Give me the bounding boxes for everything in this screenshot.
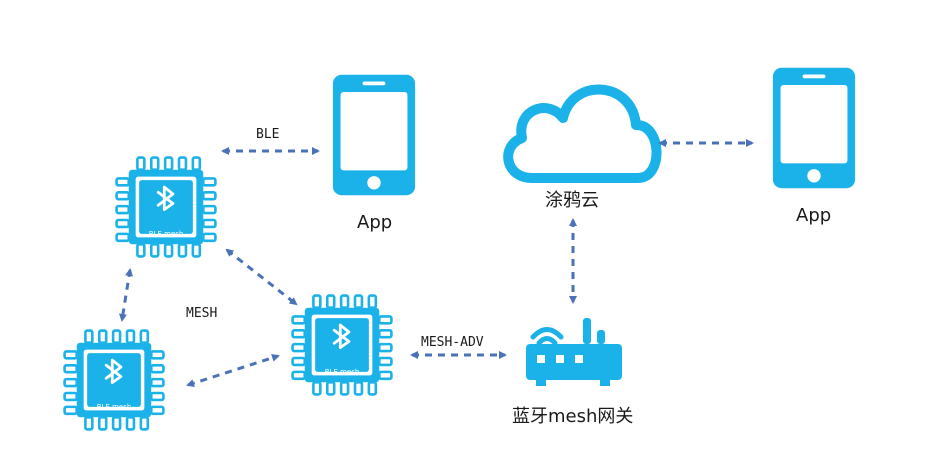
chip-middle: BLE mesh bbox=[291, 294, 393, 396]
router-icon bbox=[526, 318, 622, 386]
arrow-chip-mesh-vertical bbox=[118, 268, 134, 322]
cloud-icon bbox=[503, 84, 662, 183]
label-cloud: 涂鸦云 bbox=[545, 190, 599, 211]
label-ble: BLE bbox=[256, 127, 280, 142]
label-gateway: 蓝牙mesh网关 bbox=[512, 406, 634, 427]
label-app-left: App bbox=[357, 212, 393, 233]
label-mesh-adv: MESH-ADV bbox=[421, 335, 484, 350]
chip-bottom-left: BLE mesh bbox=[63, 329, 165, 431]
label-mesh: MESH bbox=[186, 306, 218, 321]
chip-top-left: BLE mesh bbox=[115, 156, 217, 258]
smartphone-icon-left bbox=[332, 74, 416, 196]
chip-label: BLE mesh bbox=[325, 368, 360, 376]
label-app-right: App bbox=[796, 205, 832, 226]
chip-label: BLE mesh bbox=[149, 230, 184, 238]
arrow-chip-mesh-diagonal bbox=[225, 248, 298, 306]
chip-label: BLE mesh bbox=[97, 403, 132, 411]
arrow-chip-mesh-lower bbox=[186, 354, 280, 387]
smartphone-icon-right bbox=[772, 67, 856, 189]
